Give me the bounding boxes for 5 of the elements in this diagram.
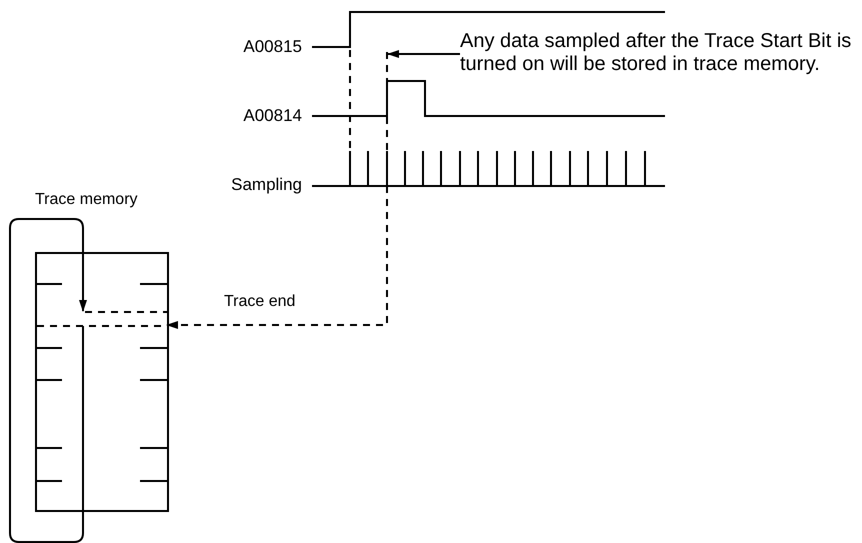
memory-heading: Trace memory [35, 190, 138, 210]
dashed-arrow [166, 186, 388, 329]
leader-arrow [387, 50, 460, 58]
annotation-text: Any data sampled after the Trace Start Bit is turned on will be stored in trace memory. [460, 30, 852, 76]
trigger-marker-line [386, 52, 388, 186]
